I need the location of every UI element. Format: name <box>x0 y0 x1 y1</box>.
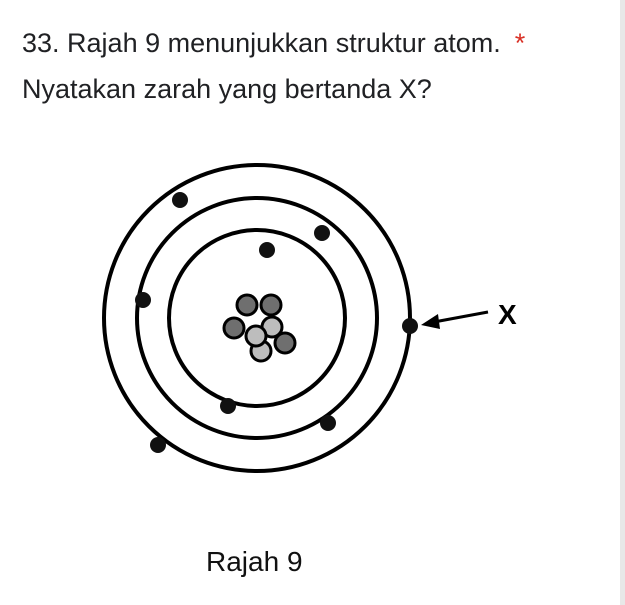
inner-electron-shell <box>167 228 347 408</box>
electron <box>314 225 330 241</box>
electron <box>259 242 275 258</box>
neutron <box>249 339 273 363</box>
page-edge <box>620 0 625 605</box>
question-prompt: Nyatakan zarah yang bertanda X? <box>22 74 432 104</box>
question-block: 33. Rajah 9 menunjukkan struktur atom.* … <box>22 20 612 112</box>
electron <box>220 398 236 414</box>
electron <box>172 192 188 208</box>
arrowhead-icon <box>421 314 440 329</box>
electron <box>135 292 151 308</box>
electron-marked-x <box>402 318 418 334</box>
middle-electron-shell <box>135 196 379 440</box>
figure-caption: Rajah 9 <box>206 546 303 577</box>
outer-electron-shell <box>102 163 412 473</box>
question-title: 33. Rajah 9 menunjukkan struktur atom. <box>22 28 501 58</box>
proton <box>235 293 259 317</box>
proton <box>222 316 246 340</box>
pointer-arrow-line <box>433 310 489 324</box>
neutron <box>244 324 268 348</box>
required-asterisk: * <box>514 28 526 58</box>
proton <box>273 331 297 355</box>
nucleus <box>222 293 297 363</box>
question-title-line: 33. Rajah 9 menunjukkan struktur atom. * <box>22 20 612 66</box>
electron <box>150 437 166 453</box>
label-x: X <box>498 299 517 330</box>
electron <box>320 415 336 431</box>
neutron <box>260 315 284 339</box>
proton <box>259 293 283 317</box>
